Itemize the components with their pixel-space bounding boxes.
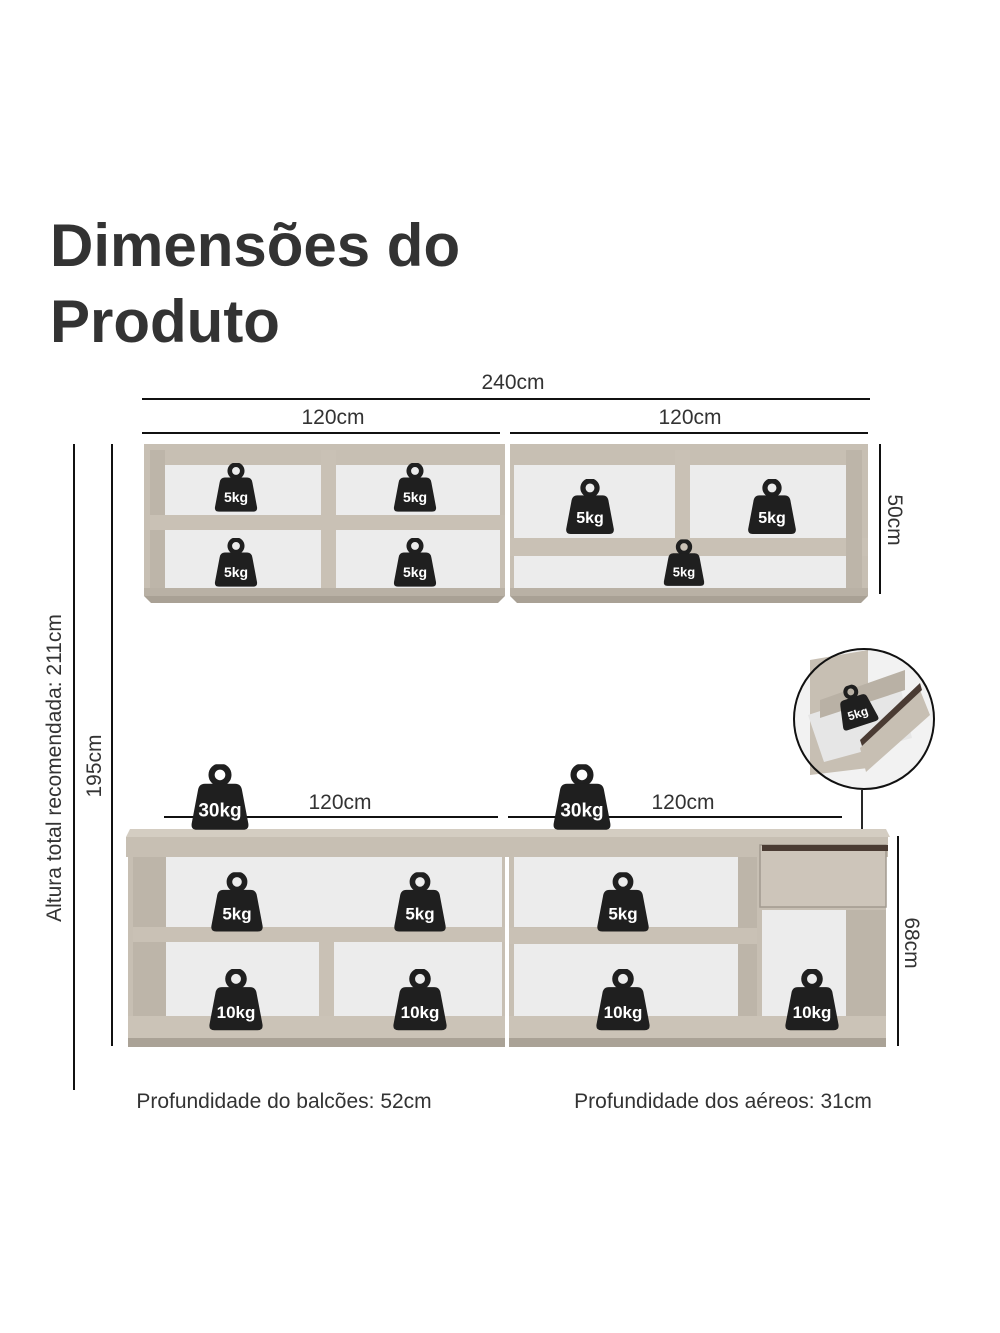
weight-icon-upper-left-bottom-right: 5kg (394, 540, 436, 587)
recommended-height-label: Altura total recomendada: 211cm (43, 614, 66, 922)
base-left-width-label: 120cm (308, 791, 371, 814)
weight-label: 5kg (673, 564, 695, 579)
weight-label: 10kg (401, 1003, 440, 1022)
weight-icon-base-top-2: 5kg (394, 874, 445, 931)
base-right-width-label: 120cm (651, 791, 714, 814)
weight-icon-base-bottom-3: 10kg (596, 971, 649, 1030)
page-title: Dimensões do Produto (50, 208, 460, 360)
drawer-handle (762, 845, 888, 851)
weight-label: 5kg (403, 489, 427, 505)
weight-icon-upper-left-bottom-left: 5kg (215, 540, 257, 587)
weight-icon-base-top-3: 5kg (597, 874, 648, 931)
weight-icon-base-bottom-2: 10kg (393, 971, 446, 1030)
upper-left-cabinet (144, 444, 505, 603)
weight-label: 5kg (403, 564, 427, 580)
title-line-2: Produto (50, 288, 280, 355)
weight-label: 5kg (758, 510, 786, 527)
weight-label: 5kg (224, 564, 248, 580)
weight-label: 30kg (198, 801, 241, 822)
weight-icon-countertop-right: 30kg (554, 766, 611, 829)
dimension-lines (73, 398, 899, 1090)
base-height-label: 68cm (900, 917, 923, 968)
upper-left-width-label: 120cm (301, 406, 364, 429)
weight-icon-upper-left-top-left: 5kg (215, 465, 257, 512)
weight-icon-base-top-1: 5kg (211, 874, 262, 931)
total-width-label: 240cm (481, 371, 544, 394)
weight-icon-base-bottom-4: 10kg (785, 971, 838, 1030)
weight-icons: 5kg 5kg 5kg 5kg 5kg 5kg 5kg 30kg 30kg 5kg 5kg 5kg 10… (192, 465, 882, 1031)
weight-label: 5kg (224, 489, 248, 505)
upper-right-width-label: 120cm (658, 406, 721, 429)
weight-label: 10kg (217, 1003, 256, 1022)
upper-depth-label: Profundidade dos aéreos: 31cm (574, 1090, 872, 1113)
weight-label: 30kg (560, 801, 603, 822)
title-line-1: Dimensões do (50, 212, 461, 279)
weight-icon-countertop-left: 30kg (192, 766, 249, 829)
base-depth-label: Profundidade do balcões: 52cm (136, 1090, 431, 1113)
base-left-cabinet (128, 857, 505, 1047)
height-195-label: 195cm (83, 734, 106, 797)
weight-icon-upper-right-bottom: 5kg (664, 541, 704, 586)
weight-label: 5kg (576, 510, 604, 527)
weight-label: 10kg (604, 1003, 643, 1022)
weight-label: 5kg (222, 905, 251, 924)
weight-label: 10kg (793, 1003, 832, 1022)
weight-label: 5kg (846, 704, 870, 724)
weight-label: 5kg (405, 905, 434, 924)
weight-icon-upper-right-top-right: 5kg (748, 481, 796, 534)
countertop (126, 829, 890, 857)
weight-label: 5kg (608, 905, 637, 924)
weight-icon-base-bottom-1: 10kg (209, 971, 262, 1030)
upper-height-label: 50cm (883, 494, 906, 545)
weight-icon-drawer: 5kg (829, 679, 882, 733)
weight-icon-upper-left-top-right: 5kg (394, 465, 436, 512)
weight-icon-upper-right-top-left: 5kg (566, 481, 614, 534)
